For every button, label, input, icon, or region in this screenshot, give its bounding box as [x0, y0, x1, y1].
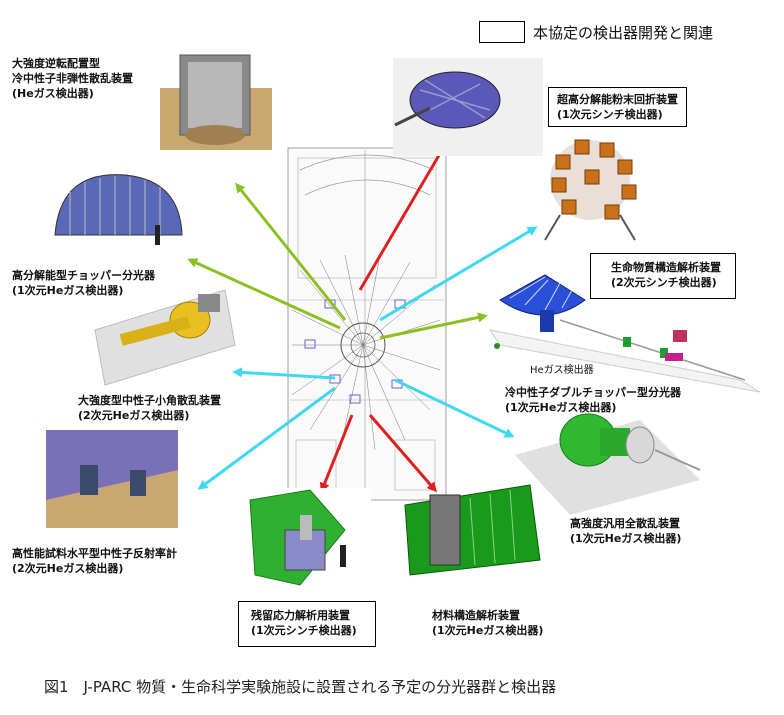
- arrow-high-res-chopper: [187, 258, 341, 330]
- sans-render: [94, 289, 236, 386]
- label-total-scattering-line2: (1次元Heガス検出器): [570, 532, 682, 545]
- legend-text: 本協定の検出器開発と関連: [533, 24, 714, 42]
- label-powder: 超高分解能粉末回折装置 (1次元シンチ検出器): [548, 87, 687, 127]
- arrows: [187, 142, 538, 493]
- residual-stress-render: [243, 488, 371, 600]
- label-materials-line1: 材料構造解析装置: [432, 609, 520, 622]
- label-reflectometer: 高性能試料水平型中性子反射率計 (2次元Heガス検出器): [12, 546, 177, 576]
- figure-caption: 図1 J-PARC 物質・生命科学実験施設に設置される予定の分光器群と検出器: [44, 678, 557, 696]
- label-double-chopper-line2: (1次元Heガス検出器): [505, 401, 617, 414]
- bio-render: [544, 139, 637, 241]
- arrow-bio: [379, 226, 538, 322]
- label-reflectometer-line1: 高性能試料水平型中性子反射率計: [12, 547, 177, 560]
- label-reverse-geometry-line2: 冷中性子非弾性散乱装置: [12, 72, 133, 85]
- arrow-sans: [232, 367, 336, 380]
- arrow-materials: [368, 414, 437, 493]
- label-bio: 生命物質構造解析装置 (2次元シンチ検出器): [590, 253, 736, 299]
- total-scattering-render: [515, 413, 701, 515]
- label-double-chopper: 冷中性子ダブルチョッパー型分光器 (1次元Heガス検出器): [505, 385, 681, 415]
- label-double-chopper-line1: 冷中性子ダブルチョッパー型分光器: [505, 386, 681, 399]
- arrow-reverse-geometry: [235, 182, 347, 321]
- label-bio-line2: (2次元シンチ検出器): [611, 276, 717, 289]
- label-reverse-geometry-line3: (Heガス検出器): [12, 87, 94, 100]
- legend-swatch: [479, 21, 525, 43]
- label-reflectometer-line2: (2次元Heガス検出器): [12, 562, 124, 575]
- label-high-res-chopper-line2: (1次元Heガス検出器): [12, 284, 124, 297]
- facility-floor-plan: [287, 147, 447, 501]
- high-res-chopper-render: [54, 174, 183, 245]
- label-powder-line1: 超高分解能粉末回折装置: [557, 93, 678, 106]
- materials-render: [404, 484, 541, 576]
- label-total-scattering-line1: 高強度汎用全散乱装置: [570, 517, 680, 530]
- double-chopper-render: [488, 274, 761, 393]
- label-powder-line2: (1次元シンチ検出器): [557, 108, 663, 121]
- label-reverse-geometry-line1: 大強度逆転配置型: [12, 57, 100, 70]
- label-sans: 大強度型中性子小角散乱装置 (2次元Heガス検出器): [78, 393, 221, 423]
- label-sans-line1: 大強度型中性子小角散乱装置: [78, 394, 221, 407]
- label-materials-line2: (1次元Heガス検出器): [432, 624, 544, 637]
- arrow-powder: [358, 142, 447, 291]
- arrow-total-scattering: [394, 378, 515, 438]
- label-residual-stress: 残留応力解析用装置 (1次元シンチ検出器): [238, 601, 376, 647]
- arrow-reflectometer: [197, 386, 336, 490]
- label-materials: 材料構造解析装置 (1次元Heガス検出器): [432, 608, 543, 638]
- powder-render: [393, 58, 543, 156]
- label-high-res-chopper-line1: 高分解能型チョッパー分光器: [12, 269, 155, 282]
- label-residual-stress-line2: (1次元シンチ検出器): [251, 624, 357, 637]
- label-bio-line1: 生命物質構造解析装置: [611, 261, 721, 274]
- label-total-scattering: 高強度汎用全散乱装置 (1次元Heガス検出器): [570, 516, 681, 546]
- label-residual-stress-line1: 残留応力解析用装置: [251, 609, 350, 622]
- reverse-geometry-render: [160, 54, 272, 150]
- arrow-residual: [319, 414, 354, 493]
- label-high-res-chopper: 高分解能型チョッパー分光器 (1次元Heガス検出器): [12, 268, 155, 298]
- he-gas-detector-label: Heガス検出器: [530, 365, 594, 376]
- label-reverse-geometry: 大強度逆転配置型 冷中性子非弾性散乱装置 (Heガス検出器): [12, 56, 133, 101]
- arrow-double-chopper: [379, 312, 488, 340]
- reflectometer-render: [46, 430, 178, 528]
- label-sans-line2: (2次元Heガス検出器): [78, 409, 190, 422]
